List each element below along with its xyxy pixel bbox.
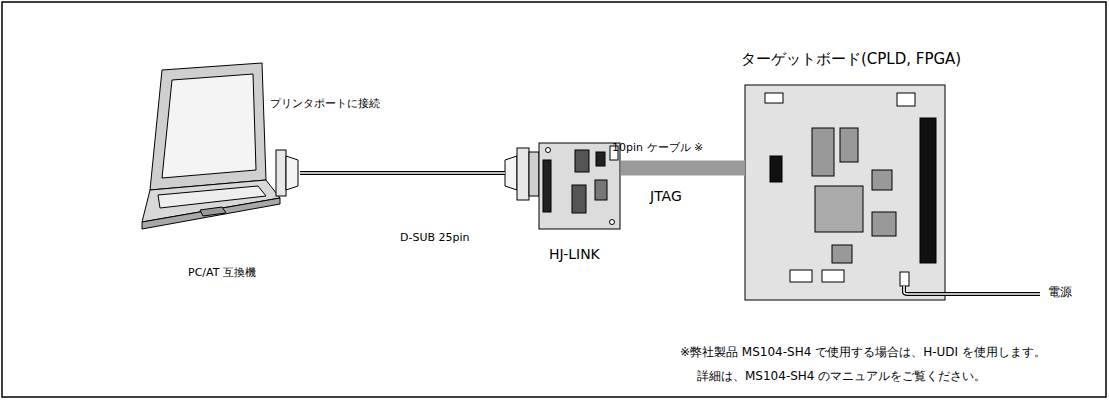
port-note: プリンタポートに接続	[270, 97, 380, 110]
cable	[300, 173, 505, 174]
edge-label: JTAG	[650, 188, 682, 205]
hj-link-device: HJ-LINK	[505, 142, 621, 230]
cable	[621, 168, 745, 169]
target-board	[745, 85, 945, 300]
node-label: PC/AT 互換機	[188, 266, 256, 279]
cable-line	[300, 171, 505, 175]
cable-note: 10pin ケーブル ※	[612, 141, 703, 154]
edge-label: D-SUB 25pin	[400, 231, 470, 244]
node-label: ターゲットボード(CPLD, FPGA)	[741, 50, 961, 68]
target-board-box: ターゲットボード(CPLD, FPGA)	[745, 85, 945, 300]
dsub-plug	[505, 148, 539, 200]
power-label: 電源	[1048, 285, 1072, 299]
hj-link-board	[539, 143, 620, 229]
footnote: 詳細は、MS104-SH4 のマニュアルをご覧ください。	[697, 369, 986, 383]
node-label: HJ-LINK	[549, 246, 600, 263]
cable-core	[300, 172, 505, 174]
pc-figure: PC/AT 互換機	[128, 62, 300, 234]
laptop-figure	[142, 63, 280, 229]
dsub-plug	[276, 150, 298, 196]
power-wire	[904, 286, 1040, 294]
footnote: ※弊社製品 MS104-SH4 で使用する場合は、H-UDI を使用します。	[680, 345, 1046, 359]
cable-line	[621, 161, 745, 176]
